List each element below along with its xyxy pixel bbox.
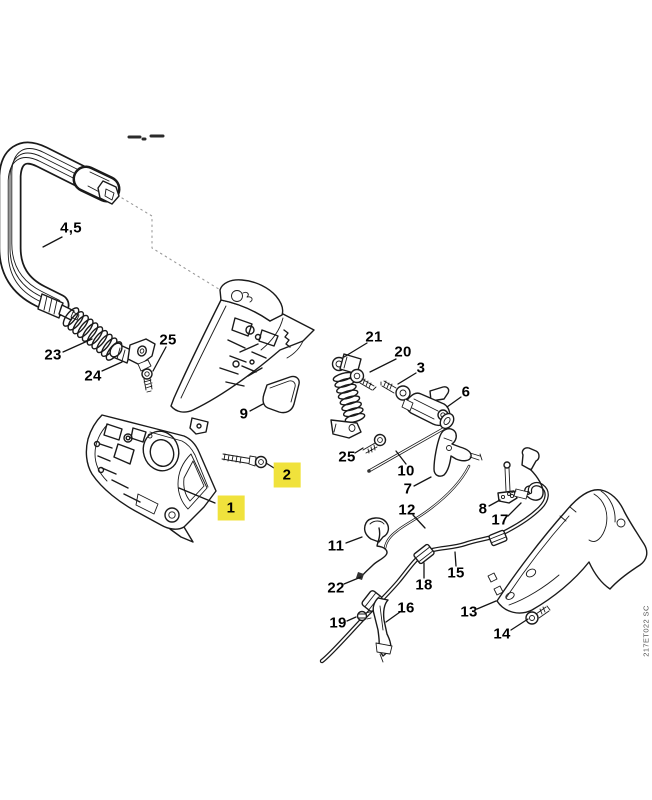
- rod-10-drawing: [367, 427, 445, 473]
- callout-part-2-6[interactable]: 2: [273, 462, 301, 488]
- leader-line-12-14: [412, 514, 426, 529]
- leader-line-2-6: [265, 462, 275, 469]
- leader-line-10-12: [395, 450, 407, 465]
- callout-part-22-18[interactable]: 22: [327, 579, 345, 597]
- leader-line-23-1: [62, 338, 93, 353]
- leader-line-3-9: [397, 372, 417, 385]
- leader-line-1-5: [178, 487, 216, 504]
- callout-part-10-12[interactable]: 10: [397, 462, 415, 480]
- housing-internal-detail: [93, 423, 147, 503]
- screw-14-drawing: [525, 605, 551, 625]
- callout-part-15-20[interactable]: 15: [447, 564, 465, 582]
- rod-8-drawing: [497, 461, 530, 504]
- callout-part-13-23[interactable]: 13: [460, 603, 478, 621]
- callout-part-11-17[interactable]: 11: [327, 537, 345, 555]
- callout-part-1-5[interactable]: 1: [217, 495, 245, 521]
- screw-19-drawing: [356, 610, 372, 622]
- spring-23-drawing: [62, 307, 123, 361]
- front-handle-shell-drawing: [170, 279, 315, 435]
- grommet-18: [413, 543, 435, 565]
- callout-part-12-14[interactable]: 12: [398, 501, 416, 519]
- callout-part-24-2[interactable]: 24: [84, 367, 102, 385]
- leader-line-21-7: [343, 342, 368, 358]
- drawing-code: 217ET022 SC: [641, 605, 651, 657]
- adjuster-6-drawing: [401, 386, 455, 430]
- trigger-mechanism-detail: [189, 317, 291, 435]
- callout-part-8-15[interactable]: 8: [478, 500, 488, 518]
- leader-line-9-4: [249, 403, 264, 412]
- callout-part-16-22[interactable]: 16: [397, 599, 415, 617]
- leader-line-24-2: [101, 361, 123, 372]
- wire-12-drawing: [383, 464, 471, 550]
- screw-25-right-drawing: [362, 433, 387, 454]
- callout-part-3-9[interactable]: 3: [416, 359, 426, 377]
- leader-line-14-24: [510, 618, 529, 631]
- harness-17-drawing: [507, 447, 544, 501]
- cover-9-drawing: [262, 375, 300, 414]
- leader-line-16-22: [385, 611, 401, 623]
- callout-part-19-21[interactable]: 19: [329, 614, 347, 632]
- callout-part-21-7[interactable]: 21: [365, 328, 383, 346]
- leader-line-11-17: [345, 536, 363, 544]
- leader-line-25-3: [152, 346, 167, 372]
- screw-3-drawing: [380, 380, 411, 401]
- callout-part-7-13[interactable]: 7: [403, 480, 413, 498]
- leader-line-13-23: [476, 600, 497, 610]
- plug-24-drawing: [109, 338, 156, 372]
- handle-housing-1-drawing: [85, 414, 217, 543]
- rear-housing-13-drawing: [487, 489, 648, 614]
- leader-line-7-13: [413, 476, 432, 487]
- callout-part-25-11[interactable]: 25: [338, 448, 356, 466]
- leader-line-19-21: [346, 616, 357, 622]
- callout-part-18-19[interactable]: 18: [415, 576, 433, 594]
- lever-7-drawing: [433, 428, 483, 477]
- bracket-16-drawing: [372, 597, 393, 663]
- leader-line-8-15: [488, 499, 501, 507]
- leader-line-4-5-0: [42, 236, 63, 248]
- screw-25-left-drawing: [141, 368, 153, 393]
- callout-part-23-1[interactable]: 23: [44, 346, 62, 364]
- callout-part-17-16[interactable]: 17: [491, 511, 509, 529]
- leader-line-6-10: [446, 396, 462, 408]
- leader-line-17-16: [507, 502, 522, 517]
- callout-part-14-24[interactable]: 14: [493, 625, 511, 643]
- screw-2-drawing: [221, 453, 268, 469]
- top-crop-marks: [127, 134, 165, 141]
- leader-line-15-20: [454, 551, 457, 567]
- screw-20-drawing: [349, 368, 377, 391]
- leader-line-20-8: [369, 358, 397, 373]
- clamp-11-drawing: [363, 517, 390, 547]
- leader-line-25-11: [354, 447, 364, 454]
- callout-leader-lines: [42, 236, 529, 631]
- throttle-cable-15-drawing: [319, 482, 549, 664]
- callout-part-6-10[interactable]: 6: [461, 383, 471, 401]
- callout-part-4-5-0[interactable]: 4,5: [60, 219, 82, 237]
- leader-line-22-18: [343, 576, 362, 585]
- callout-part-9-4[interactable]: 9: [239, 405, 249, 423]
- cable-grommet: [488, 529, 508, 547]
- assembly-guide-lines: [121, 197, 223, 292]
- callout-part-20-8[interactable]: 20: [394, 343, 412, 361]
- callout-part-25-3[interactable]: 25: [159, 331, 177, 349]
